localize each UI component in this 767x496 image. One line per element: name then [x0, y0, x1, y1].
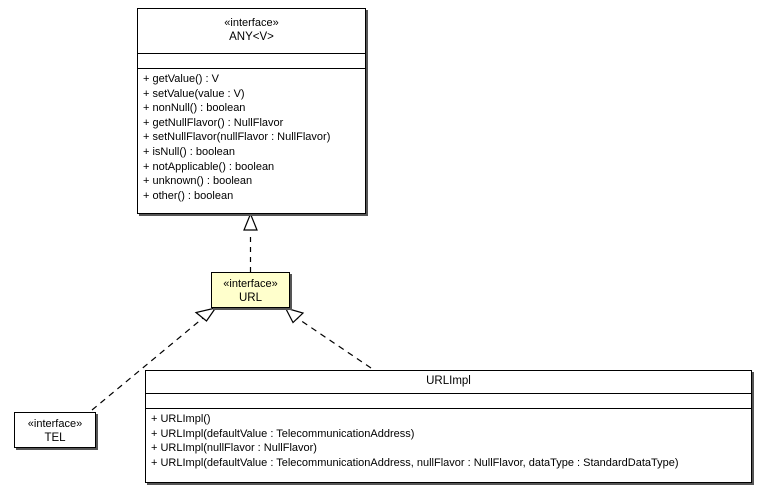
attributes-compartment-urlimpl — [146, 393, 751, 408]
operation-item: + URLImpl(defaultValue : Telecommunicati… — [151, 427, 415, 440]
class-header-url: «interface» URL — [212, 273, 289, 307]
realization-urlimpl-to-url-arrowhead — [284, 307, 305, 324]
stereotype-label-any: «interface» — [224, 17, 279, 29]
operation-item: + getValue() : V — [143, 73, 219, 85]
operations-compartment-urlimpl: + URLImpl() + URLImpl(defaultValue : Tel… — [146, 408, 751, 473]
operation-item: + URLImpl(nullFlavor : NullFlavor) — [151, 442, 317, 455]
class-header-urlimpl: URLImpl — [146, 371, 751, 393]
operation-item: + setNullFlavor(nullFlavor : NullFlavor) — [143, 131, 331, 144]
class-name-any: ANY<V> — [229, 31, 274, 43]
operations-compartment-any: + getValue() : V + setValue(value : V) +… — [138, 68, 365, 206]
class-box-urlimpl[interactable]: URLImpl + URLImpl() + URLImpl(defaultVal… — [145, 370, 752, 483]
class-header-tel: «interface» TEL — [15, 413, 95, 447]
operation-item: + URLImpl() — [151, 413, 211, 425]
realization-url-to-any-arrowhead — [243, 212, 258, 231]
operation-item: + other() : boolean — [143, 189, 234, 202]
class-name-tel: TEL — [44, 432, 66, 444]
class-box-any[interactable]: «interface» ANY<V> + getValue() : V + se… — [137, 8, 366, 214]
class-box-url[interactable]: «interface» URL — [211, 272, 290, 308]
class-header-any: «interface» ANY<V> — [138, 9, 365, 53]
realization-urlimpl-to-url-line — [296, 317, 372, 369]
class-name-url: URL — [238, 292, 262, 304]
class-box-tel[interactable]: «interface» TEL — [14, 412, 96, 448]
operation-item: + setValue(value : V) — [143, 87, 245, 100]
operation-item: + URLImpl(defaultValue : Telecommunicati… — [151, 456, 679, 469]
operation-item: + notApplicable() : boolean — [143, 160, 275, 173]
realization-tel-to-url-line — [91, 317, 204, 411]
realization-tel-to-url — [91, 307, 217, 411]
operation-item: + nonNull() : boolean — [143, 102, 246, 115]
realization-url-to-any — [243, 212, 258, 272]
operation-item: + isNull() : boolean — [143, 145, 236, 158]
realization-urlimpl-to-url — [284, 307, 372, 369]
realization-tel-to-url-arrowhead — [194, 307, 217, 322]
attributes-compartment-any — [138, 53, 365, 68]
operation-item: + getNullFlavor() : NullFlavor — [143, 116, 284, 129]
stereotype-label-tel: «interface» — [27, 418, 83, 430]
class-name-urlimpl: URLImpl — [426, 375, 471, 387]
operation-item: + unknown() : boolean — [143, 175, 253, 188]
stereotype-label-url: «interface» — [223, 278, 278, 290]
